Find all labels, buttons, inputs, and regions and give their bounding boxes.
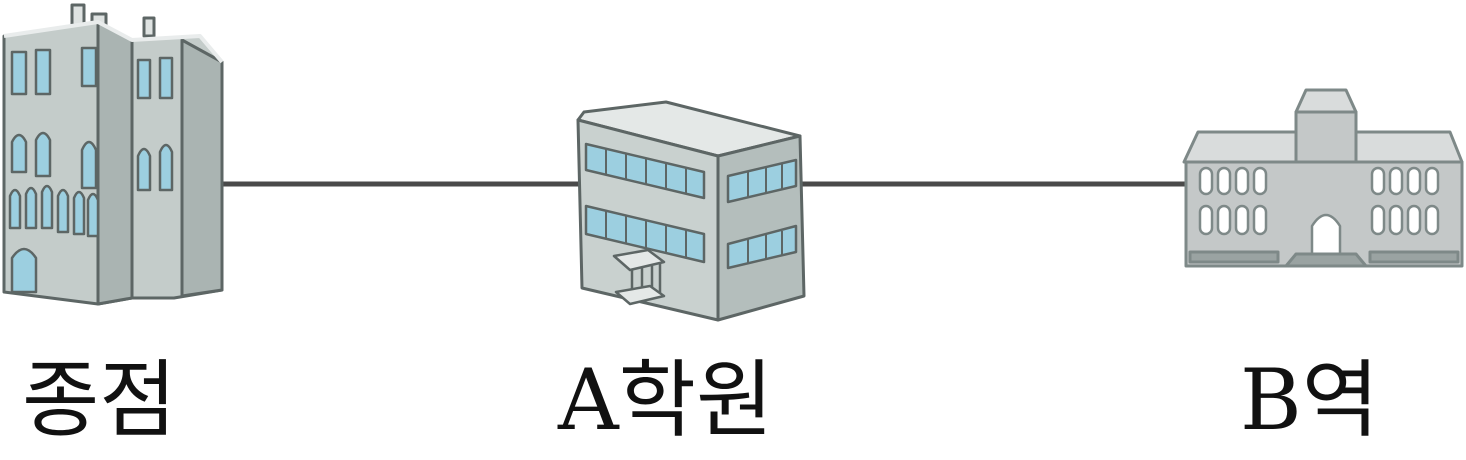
- station-building-icon: [1182, 88, 1464, 268]
- stop-label-start: 종점: [22, 351, 177, 449]
- office-building-icon: [576, 100, 806, 322]
- tall-building-icon: [2, 3, 224, 306]
- stop-label-a-academy: A학원: [558, 351, 774, 449]
- stop-label-b-station: B역: [1240, 351, 1380, 449]
